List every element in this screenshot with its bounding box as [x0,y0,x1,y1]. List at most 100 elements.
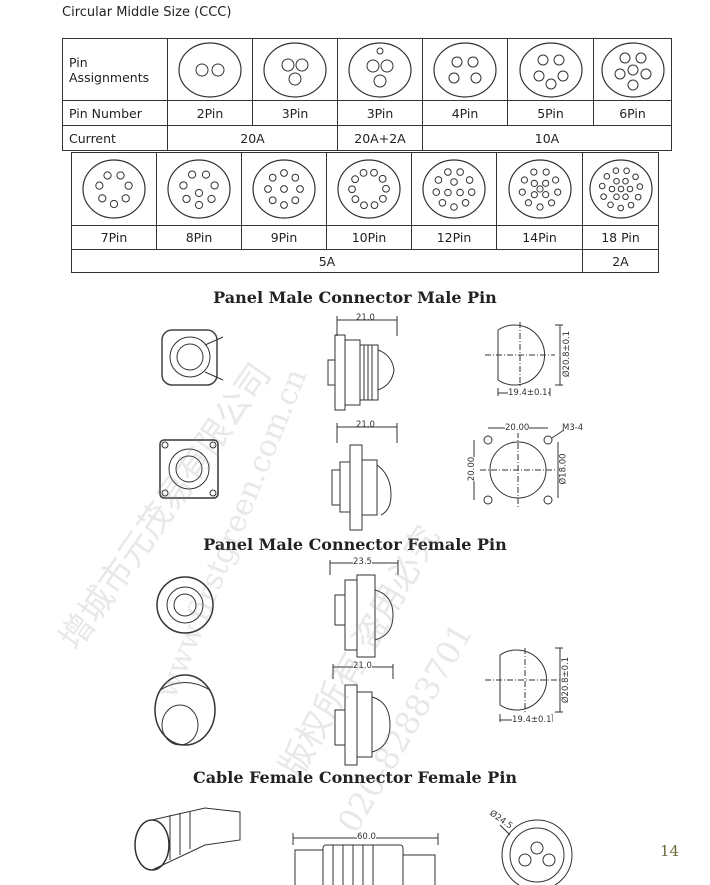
pin-hole [617,185,624,193]
pin-hole [640,68,651,79]
pin-hole [95,181,104,190]
pin-hole [621,193,629,201]
pin-hole [635,52,646,63]
pin-hole [366,59,380,72]
section-heading: Panel Male Connector Male Pin [213,288,497,307]
pin-face-icon [167,159,231,219]
pin-number-cell: 12Pin [411,225,497,250]
pin-hole [541,191,549,199]
pin-hole [631,173,639,181]
connector-outline [167,159,231,219]
pin-table-bottom: 7Pin 8Pin 9Pin 10Pin 12Pin 14Pin 18 Pin … [71,152,659,273]
pin-hole [545,78,556,89]
pin-hole [450,178,458,186]
pin-hole [627,79,638,90]
pin-number-cell: 10Pin [326,225,412,250]
connector-photo-panel-male-female-pin-angled [154,674,216,746]
pin-hole [622,167,630,175]
pin-number-cell: 3Pin [337,100,423,126]
page-number: 14 [660,842,680,860]
pin-hole [187,170,197,179]
pin-hole [606,201,614,209]
pin-hole [211,63,225,76]
pin-hole [351,175,360,184]
connector-outline [178,41,242,98]
pin-hole [547,199,555,207]
pin-hole [599,193,607,200]
pin-hole [542,168,550,176]
dim-hole-spacing-h: 20.00 [505,423,530,433]
pin-hole [557,70,568,81]
pin-hole [288,72,302,85]
pin-number-cell: 7Pin [71,225,157,250]
connector-outline [588,159,653,219]
pin-hole [434,176,443,184]
dim-hole-spacing-v: 20.00 [467,456,478,482]
pin-hole [432,188,441,196]
pin-hole [376,47,384,54]
pin-hole [451,56,463,67]
current-cell: 5A [71,249,583,273]
pin-hole [124,181,133,190]
pin-diagram-6 [593,38,672,101]
pin-hole [533,70,544,81]
pin-face-icon [518,41,583,98]
pin-hole [109,199,119,209]
pin-diagram-5 [507,38,594,101]
pin-hole [194,200,204,210]
pin-hole [182,194,191,204]
pin-hole [461,198,470,207]
connector-outline [433,41,497,98]
pin-hole [535,185,544,193]
pin-hole [612,193,620,201]
pin-face-icon [507,159,572,219]
dim-flat: 19.4±0.1 [512,715,552,725]
dim-diameter: Ø20.8±0.1 [561,656,572,704]
pin-diagram-8 [156,152,242,226]
pin-hole [530,179,538,187]
pin-hole [627,201,634,209]
pin-face-icon [82,159,146,219]
current-cell: 2A [582,249,659,273]
pin-table-top: Pin Assignments Pin Number 2Pin 3Pin 3Pi… [62,38,672,151]
section-title: Circular Middle Size (CCC) [62,5,232,20]
front-view-drawing [485,647,563,722]
pin-hole [450,203,458,211]
pin-number-cell: 18 Pin [582,225,659,250]
pin-hole [444,168,452,176]
connector-outline [263,41,327,98]
pin-hole [121,194,130,203]
pin-hole [619,52,630,63]
connector-photo-panel-male-female-pin [156,576,214,634]
pin-hole [370,201,379,209]
pin-hole [380,59,394,72]
pin-hole [448,72,460,83]
pin-hole [553,54,564,65]
connector-outline [82,159,146,219]
pin-face-icon [337,159,401,219]
connector-outline [518,41,583,98]
dim-length: 21.0 [356,420,375,430]
dim-body-diameter: Ø18.00 [558,453,569,485]
pin-hole [603,173,610,180]
pin-hole [529,168,537,176]
pin-hole [608,185,615,193]
section-heading: Panel Male Connector Female Pin [203,535,507,554]
pin-hole [524,199,532,207]
pin-hole [201,170,211,179]
pin-diagram-14 [496,152,583,226]
side-view-drawing [331,423,398,531]
pin-hole [553,188,561,196]
pin-diagram-9 [241,152,327,226]
pin-hole [348,185,356,194]
connector-outline [507,159,572,219]
pin-hole [438,198,447,207]
pin-hole [470,72,482,83]
pin-hole [541,179,549,187]
pin-hole [280,169,288,177]
pin-hole [268,196,277,205]
pin-hole [116,171,125,180]
pin-hole [535,203,544,211]
side-view-drawing [329,560,399,658]
